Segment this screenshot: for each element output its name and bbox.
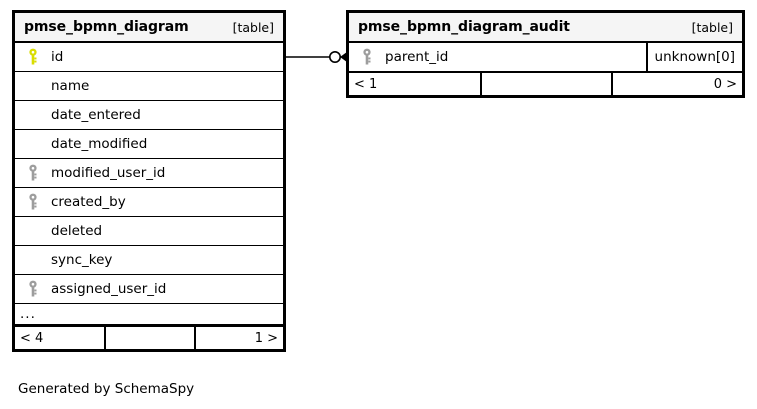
table-row[interactable]: date_entered <box>15 101 283 130</box>
table-footer: < 4 1 > <box>15 326 283 349</box>
column-name: date_modified <box>51 136 148 152</box>
table-type-tag: [table] <box>691 19 733 35</box>
footer-children-count[interactable]: 1 > <box>193 327 283 349</box>
table-pmse-bpmn-diagram-audit[interactable]: pmse_bpmn_diagram_audit [table] parent_i… <box>346 10 745 98</box>
footer-parents-count[interactable]: < 4 <box>20 330 44 346</box>
table-row[interactable]: deleted <box>15 217 283 246</box>
table-row[interactable]: modified_user_id <box>15 159 283 188</box>
primary-key-icon <box>15 48 51 66</box>
column-name: id <box>51 49 64 65</box>
footer-middle <box>480 73 611 95</box>
column-type: unknown[0] <box>645 43 742 71</box>
column-name: date_entered <box>51 107 141 123</box>
foreign-key-icon <box>349 48 385 66</box>
zero-or-one-circle-icon <box>328 50 341 63</box>
table-row[interactable]: sync_key <box>15 246 283 275</box>
column-name: name <box>51 78 90 94</box>
diagram-caption: Generated by SchemaSpy <box>18 381 195 397</box>
table-row[interactable]: parent_id unknown[0] <box>349 43 742 72</box>
column-name: created_by <box>51 194 126 210</box>
column-name: sync_key <box>51 252 113 268</box>
table-footer: < 1 0 > <box>349 72 742 95</box>
table-header: pmse_bpmn_diagram [table] <box>15 13 283 43</box>
table-header: pmse_bpmn_diagram_audit [table] <box>349 13 742 43</box>
foreign-key-icon <box>15 280 51 298</box>
table-row[interactable]: id <box>15 43 283 72</box>
column-name: assigned_user_id <box>51 281 167 297</box>
table-title: pmse_bpmn_diagram_audit <box>358 19 570 35</box>
table-row[interactable]: name <box>15 72 283 101</box>
footer-parents-count[interactable]: < 1 <box>354 76 378 92</box>
table-pmse-bpmn-diagram[interactable]: pmse_bpmn_diagram [table] id name date_e… <box>12 10 286 352</box>
table-row[interactable]: date_modified <box>15 130 283 159</box>
table-title: pmse_bpmn_diagram <box>24 19 189 35</box>
footer-children-count[interactable]: 0 > <box>611 73 742 95</box>
column-name: modified_user_id <box>51 165 166 181</box>
table-row[interactable]: assigned_user_id <box>15 275 283 304</box>
table-row[interactable]: created_by <box>15 188 283 217</box>
column-name: deleted <box>51 223 103 239</box>
foreign-key-icon <box>15 193 51 211</box>
table-type-tag: [table] <box>232 19 274 35</box>
footer-middle <box>104 327 193 349</box>
column-name: parent_id <box>385 49 449 65</box>
more-columns-indicator: ... <box>15 304 283 326</box>
foreign-key-icon <box>15 164 51 182</box>
